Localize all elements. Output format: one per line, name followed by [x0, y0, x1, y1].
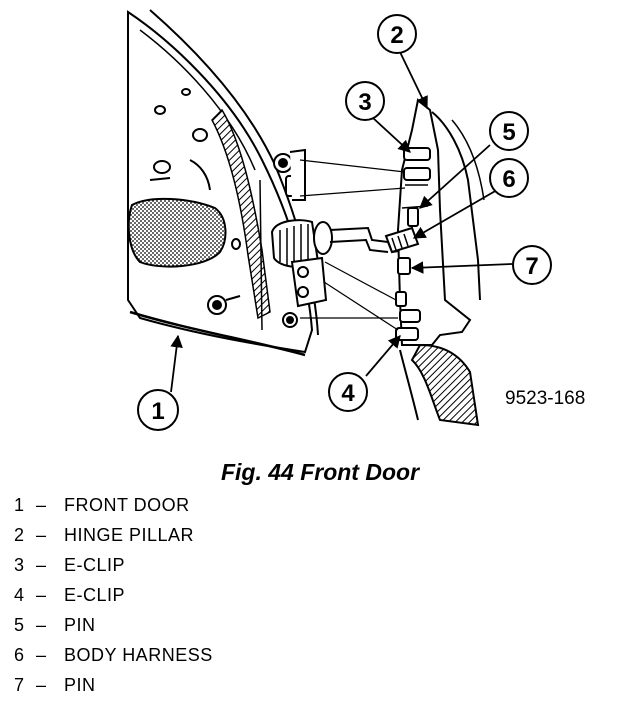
- legend-number: 7: [14, 675, 25, 695]
- legend-dash: –: [36, 555, 47, 575]
- callout-2: 2: [377, 14, 417, 54]
- legend-number: 4: [14, 585, 25, 605]
- legend-label: BODY HARNESS: [64, 645, 213, 665]
- callout-6: 6: [489, 158, 529, 198]
- legend-item: 6–BODY HARNESS: [14, 645, 213, 675]
- callout-5-label: 5: [502, 119, 515, 146]
- legend-item: 4–E-CLIP: [14, 585, 213, 615]
- parts-legend: 1–FRONT DOOR 2–HINGE PILLAR 3–E-CLIP 4–E…: [14, 495, 213, 705]
- lower-hinge: [282, 256, 328, 328]
- callout-1-label: 1: [151, 398, 164, 425]
- legend-item: 5–PIN: [14, 615, 213, 645]
- legend-label: E-CLIP: [64, 585, 126, 605]
- callout-3: 3: [345, 81, 385, 121]
- legend-dash: –: [36, 525, 47, 545]
- hinge-pillar: [395, 98, 485, 427]
- legend-item: 7–PIN: [14, 675, 213, 705]
- legend-number: 5: [14, 615, 25, 635]
- callout-3-label: 3: [358, 89, 371, 116]
- legend-item: 3–E-CLIP: [14, 555, 213, 585]
- legend-dash: –: [36, 585, 47, 605]
- hinge-pins: [395, 207, 419, 307]
- callout-4-label: 4: [341, 380, 355, 407]
- legend-label: FRONT DOOR: [64, 495, 190, 515]
- legend-label: HINGE PILLAR: [64, 525, 195, 545]
- legend-label: PIN: [64, 675, 96, 695]
- legend-item: 1–FRONT DOOR: [14, 495, 213, 525]
- callout-2-label: 2: [390, 22, 403, 49]
- legend-number: 6: [14, 645, 25, 665]
- legend-label: PIN: [64, 615, 96, 635]
- body-harness-connector: [384, 226, 420, 254]
- callout-1: 1: [137, 389, 179, 431]
- legend-item: 2–HINGE PILLAR: [14, 525, 213, 555]
- legend-dash: –: [36, 495, 47, 515]
- alignment-lines: [299, 159, 406, 331]
- legend-number: 2: [14, 525, 25, 545]
- legend-dash: –: [36, 615, 47, 635]
- legend-dash: –: [36, 645, 47, 665]
- front-door: [127, 9, 319, 357]
- callout-7-label: 7: [525, 253, 538, 280]
- wire-harness-grommet: [270, 219, 406, 268]
- figure-id: 9523-168: [505, 388, 586, 409]
- callout-leaders: [170, 51, 513, 393]
- callout-4: 4: [328, 372, 368, 412]
- upper-hinge: [273, 148, 306, 201]
- legend-label: E-CLIP: [64, 555, 126, 575]
- legend-number: 1: [14, 495, 25, 515]
- figure-caption: Fig. 44 Front Door: [220, 459, 420, 485]
- legend-dash: –: [36, 675, 47, 695]
- callout-5: 5: [489, 111, 529, 151]
- callout-6-label: 6: [502, 166, 515, 193]
- callout-7: 7: [512, 245, 552, 285]
- legend-number: 3: [14, 555, 25, 575]
- door-hinge-diagram: 1 2 3 4 5 6 7: [127, 9, 552, 431]
